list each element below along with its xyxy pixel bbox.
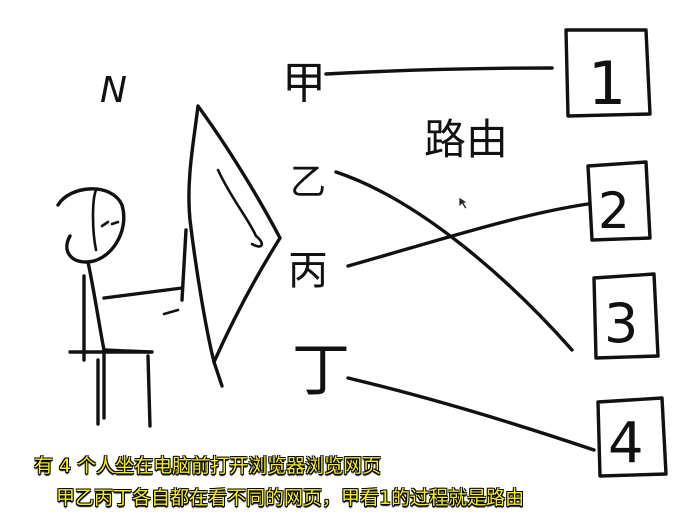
- page-2-label: 2: [598, 182, 630, 240]
- page-box-1-border: [564, 28, 652, 118]
- keyboard-mark: [162, 308, 180, 316]
- routing-label: 路由: [424, 115, 508, 164]
- label-ding: 丁: [292, 336, 350, 404]
- person-body: [86, 260, 152, 354]
- page-box-2-border: [586, 160, 652, 242]
- n-mark-label: N: [100, 70, 127, 111]
- monitor: [162, 104, 282, 388]
- person-face: [100, 220, 120, 228]
- monitor-stand: [180, 228, 224, 388]
- page-box-3-border: [592, 272, 660, 360]
- line-bing-to-2: [346, 202, 590, 268]
- subtitle-line-1: 有 4 个人坐在电脑前打开浏览器浏览网页: [34, 455, 382, 477]
- label-jia: 甲: [282, 58, 326, 109]
- label-bing: 丙: [288, 248, 328, 294]
- person-hair: [91, 188, 98, 252]
- label-yi: 乙: [290, 162, 326, 203]
- monitor-screen: [187, 104, 282, 364]
- page-box-3: 3: [592, 272, 660, 360]
- person-figure: [56, 187, 184, 428]
- page-3-label: 3: [604, 292, 638, 355]
- page-1-label: 1: [588, 49, 626, 119]
- line-yi-to-3: [334, 170, 574, 352]
- mouse-cursor-icon: [458, 196, 470, 210]
- chair: [68, 274, 154, 428]
- person-head: [56, 187, 126, 264]
- subtitle-line-2: 甲乙丙丁各自都在看不同的网页，甲看1的过程就是路由: [56, 487, 525, 509]
- screen-stroke: [216, 168, 264, 248]
- page-4-label: 4: [608, 411, 644, 476]
- page-box-2: 2: [586, 160, 652, 242]
- page-box-4-border: [596, 396, 668, 478]
- page-box-4: 4: [596, 396, 668, 478]
- person-arm: [102, 286, 184, 300]
- line-ding-to-4: [346, 376, 596, 452]
- page-box-1: 1: [564, 28, 652, 119]
- line-jia-to-1: [324, 66, 554, 76]
